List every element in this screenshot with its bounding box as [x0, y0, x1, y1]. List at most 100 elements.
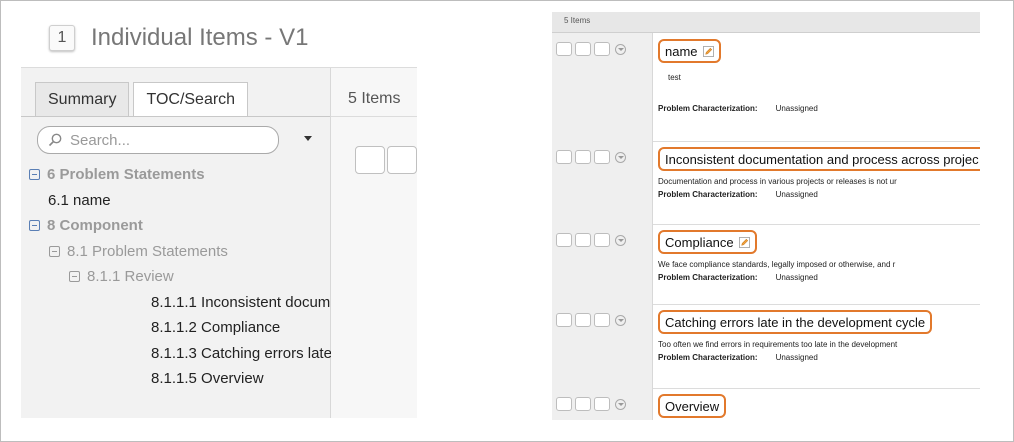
tab-toc-search[interactable]: TOC/Search	[133, 82, 249, 117]
box-icon[interactable]	[594, 397, 610, 411]
box-icon[interactable]	[594, 233, 610, 247]
tree-item[interactable]: 8.1.1.2 Compliance	[151, 319, 280, 336]
expand-menu-icon[interactable]	[615, 43, 626, 55]
item-title-text: Compliance	[665, 234, 734, 250]
row-actions	[556, 233, 626, 247]
pc-value: Unassigned	[775, 353, 818, 362]
row-gutter	[552, 304, 653, 388]
search-placeholder: Search...	[70, 131, 131, 149]
search-icon	[48, 133, 62, 147]
collapse-icon[interactable]	[29, 220, 40, 231]
expand-menu-icon[interactable]	[615, 151, 626, 163]
problem-characterization: Problem Characterization: Unassigned	[658, 104, 980, 113]
item-description: test	[668, 73, 681, 82]
comment-icon[interactable]	[556, 233, 572, 247]
search-input[interactable]: Search...	[37, 126, 279, 154]
items-header-bar: 5 Items	[552, 12, 980, 33]
box-icon[interactable]	[387, 146, 417, 174]
box-icon[interactable]	[575, 42, 591, 56]
box-icon[interactable]	[594, 150, 610, 164]
item-title-text: Overview	[665, 398, 720, 414]
tree-item-label: 8.1.1 Review	[87, 268, 174, 285]
tree-item[interactable]: 8.1.1 Review	[69, 268, 174, 285]
items-count-header: 5 Items	[348, 90, 401, 107]
tree-item-label: 6.1 name	[48, 191, 111, 209]
collapse-icon[interactable]	[69, 271, 80, 282]
tree-item[interactable]: 6 Problem Statements	[29, 166, 205, 183]
comment-icon[interactable]	[556, 397, 572, 411]
item-title[interactable]: Overview	[658, 394, 727, 418]
tree-item-label: 8.1 Problem Statements	[67, 242, 228, 260]
item-title[interactable]: Catching errors late in the development …	[658, 310, 933, 334]
tree-item[interactable]: 8.1.1.1 Inconsistent docum	[151, 294, 330, 311]
item-title-text: name	[665, 43, 698, 59]
tree-item[interactable]: 8.1.1.5 Overview	[151, 370, 264, 387]
box-icon[interactable]	[575, 313, 591, 327]
page-title: Individual Items - V1	[91, 24, 309, 51]
tree-item-label: 8.1.1.5 Overview	[151, 370, 264, 387]
tree-item-label: 8 Component	[47, 217, 143, 234]
problem-characterization: Problem Characterization: Unassigned	[658, 190, 980, 199]
edit-icon[interactable]	[738, 236, 750, 248]
row-gutter	[552, 224, 653, 304]
comment-icon[interactable]	[556, 313, 572, 327]
row-gutter	[552, 33, 653, 141]
box-icon[interactable]	[594, 42, 610, 56]
tree-item[interactable]: 8.1 Problem Statements	[49, 243, 228, 260]
items-column-divider	[331, 116, 417, 117]
pc-value: Unassigned	[775, 104, 818, 113]
item-row: Catching errors late in the development …	[552, 304, 980, 389]
item-title-text: Catching errors late in the development …	[665, 314, 926, 330]
pc-value: Unassigned	[775, 190, 818, 199]
item-number-badge: 1	[49, 25, 75, 51]
expand-menu-icon[interactable]	[615, 398, 626, 410]
row-body: Overview	[658, 394, 980, 418]
box-icon[interactable]	[594, 313, 610, 327]
tab-summary[interactable]: Summary	[35, 82, 130, 117]
items-count: 5 Items	[564, 16, 591, 25]
tree-item-label: 8.1.1.2 Compliance	[151, 319, 281, 336]
problem-characterization: Problem Characterization: Unassigned	[658, 273, 980, 282]
left-body: Summary TOC/Search Search... 6 Problem S…	[21, 67, 417, 418]
tree-item[interactable]: 8.1.1.3 Catching errors late	[151, 345, 332, 362]
tree-item[interactable]: 8 Component	[29, 217, 143, 234]
pc-label: Problem Characterization:	[658, 273, 758, 282]
pc-label: Problem Characterization:	[658, 104, 758, 113]
collapse-icon[interactable]	[49, 245, 60, 257]
comment-icon[interactable]	[556, 42, 572, 56]
items-column: 5 Items	[331, 68, 417, 418]
item-row: Overview	[552, 388, 980, 420]
box-icon[interactable]	[575, 397, 591, 411]
problem-characterization: Problem Characterization:Unassigned	[658, 353, 980, 362]
item-title[interactable]: Inconsistent documentation and process a…	[658, 147, 980, 171]
item-title[interactable]: Compliance	[658, 230, 757, 254]
pc-label: Problem Characterization:	[658, 190, 758, 199]
search-dropdown-arrow-icon[interactable]	[304, 136, 312, 141]
tab-divider	[21, 116, 330, 117]
item-description: Documentation and process in various pro…	[658, 177, 897, 186]
row-gutter	[552, 141, 653, 224]
left-panel: 1 Individual Items - V1 Summary TOC/Sear…	[21, 13, 417, 418]
edit-icon[interactable]	[702, 45, 714, 57]
pc-value: Unassigned	[775, 273, 818, 282]
item-title-text: Inconsistent documentation and process a…	[665, 151, 979, 167]
expand-menu-icon[interactable]	[615, 314, 626, 326]
row-actions	[556, 313, 626, 327]
row-actions	[556, 42, 626, 56]
comment-icon[interactable]	[355, 146, 385, 174]
expand-menu-icon[interactable]	[615, 234, 626, 246]
comment-icon[interactable]	[556, 150, 572, 164]
row-body: Inconsistent documentation and process a…	[658, 147, 980, 199]
tree-item-label: 8.1.1.1 Inconsistent docum	[151, 293, 331, 311]
sidebar-tabs: Summary TOC/Search	[35, 82, 249, 117]
box-icon[interactable]	[575, 233, 591, 247]
item-title[interactable]: name	[658, 39, 721, 63]
tree-item[interactable]: 6.1 name	[48, 192, 111, 209]
row-body: Compliance We face compliance standards, …	[658, 230, 980, 282]
row-body: Catching errors late in the development …	[658, 310, 980, 362]
collapse-icon[interactable]	[29, 169, 40, 180]
box-icon[interactable]	[575, 150, 591, 164]
item-description: We face compliance standards, legally im…	[658, 260, 896, 269]
